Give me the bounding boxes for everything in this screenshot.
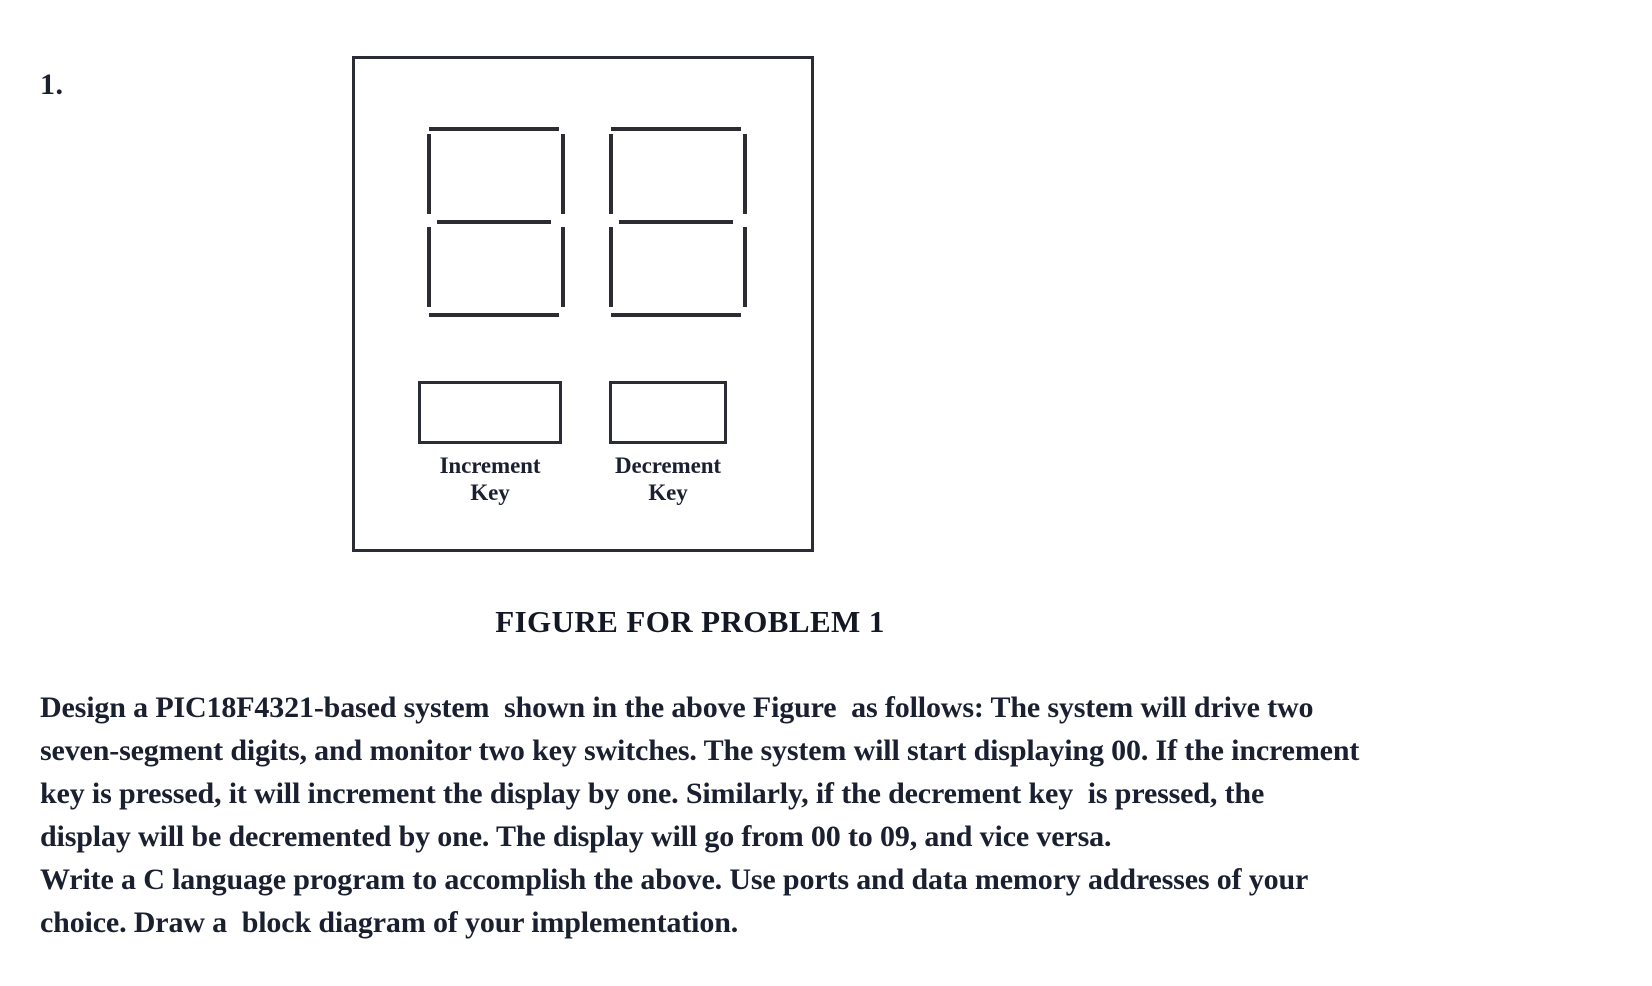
segment-d-icon [611, 313, 741, 317]
segment-g-icon [437, 220, 551, 224]
segment-d-icon [429, 313, 559, 317]
seven-segment-display [415, 127, 785, 322]
body-line: choice. Draw a block diagram of your imp… [40, 906, 739, 939]
body-line: Design a PIC18F4321-based system shown i… [40, 691, 1314, 724]
segment-f-icon [609, 134, 613, 214]
increment-key-group: Increment Key [415, 381, 565, 506]
seven-segment-digit-ones [605, 127, 747, 317]
figure-caption: FIGURE FOR PROBLEM 1 [495, 604, 885, 639]
segment-e-icon [609, 227, 613, 307]
body-line: seven-segment digits, and monitor two ke… [40, 734, 1360, 767]
increment-key-label: Increment Key [415, 452, 565, 506]
body-line: display will be decremented by one. The … [40, 820, 1112, 853]
decrement-key-label-line1: Decrement [615, 453, 721, 478]
decrement-key-button[interactable] [609, 381, 727, 444]
segment-e-icon [427, 227, 431, 307]
body-line: key is pressed, it will increment the di… [40, 777, 1265, 810]
decrement-key-label: Decrement Key [593, 452, 743, 506]
body-line: Write a C language program to accomplish… [40, 863, 1309, 896]
segment-b-icon [743, 134, 747, 214]
segment-c-icon [743, 227, 747, 307]
segment-f-icon [427, 134, 431, 214]
segment-a-icon [429, 127, 559, 131]
decrement-key-group: Decrement Key [593, 381, 743, 506]
figure-panel: Increment Key Decrement Key [352, 56, 814, 552]
increment-key-button[interactable] [418, 381, 562, 444]
segment-a-icon [611, 127, 741, 131]
problem-number: 1. [40, 68, 64, 101]
problem-body: Design a PIC18F4321-based system shown i… [40, 686, 1610, 944]
segment-b-icon [561, 134, 565, 214]
increment-key-label-line2: Key [470, 480, 510, 506]
increment-key-label-line1: Increment [439, 453, 541, 478]
seven-segment-digit-tens [423, 127, 565, 317]
decrement-key-label-line2: Key [648, 480, 688, 506]
segment-c-icon [561, 227, 565, 307]
segment-g-icon [619, 220, 733, 224]
